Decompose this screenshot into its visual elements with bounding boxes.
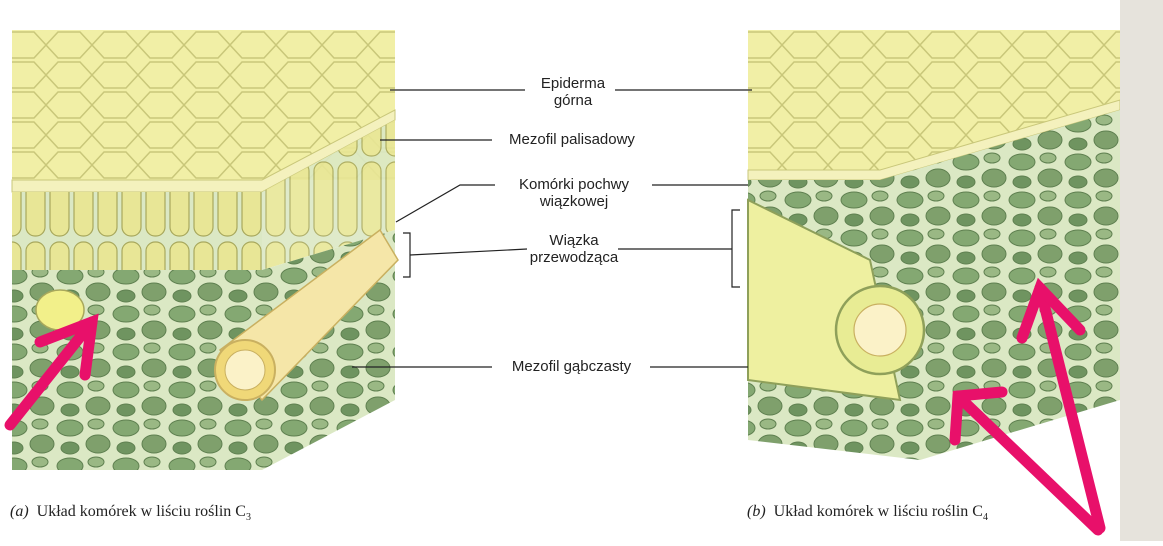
label-epidermis-line1: Epiderma <box>528 75 618 92</box>
c4-shadow-edge <box>1120 0 1163 541</box>
caption-c3-text: Układ komórek w liściu roślin C <box>37 503 246 520</box>
c3-leaf-block <box>12 30 398 470</box>
caption-c3: (a) Układ komórek w liściu roślin C3 <box>10 503 251 523</box>
label-bundle: Wiązka przewodząca <box>528 232 620 266</box>
label-spongy: Mezofil gąbczasty <box>494 358 649 375</box>
label-bundle-line1: Wiązka <box>528 232 620 249</box>
caption-c4: (b) Układ komórek w liściu roślin C4 <box>747 503 988 523</box>
c3-palisade-layer <box>12 192 262 270</box>
label-palisade: Mezofil palisadowy <box>497 131 647 148</box>
label-epidermis: Epiderma górna <box>528 75 618 109</box>
caption-c3-subscript: 3 <box>246 512 251 523</box>
caption-c3-letter: (a) <box>10 503 29 520</box>
bundle-leader-left <box>410 249 527 255</box>
label-sheath-line2: wiązkowej <box>495 193 653 210</box>
label-sheath-line1: Komórki pochwy <box>495 176 653 193</box>
caption-c4-letter: (b) <box>747 503 766 520</box>
c4-leaf-block <box>748 0 1163 541</box>
label-epidermis-line2: górna <box>528 92 618 109</box>
label-bundle-line2: przewodząca <box>528 249 620 266</box>
label-sheath: Komórki pochwy wiązkowej <box>495 176 653 210</box>
sheath-leader-left <box>396 185 495 222</box>
bundle-bracket-left <box>403 233 410 277</box>
bundle-bracket-right <box>732 210 740 287</box>
caption-c4-subscript: 4 <box>983 512 988 523</box>
caption-c4-text: Układ komórek w liściu roślin C <box>774 503 983 520</box>
